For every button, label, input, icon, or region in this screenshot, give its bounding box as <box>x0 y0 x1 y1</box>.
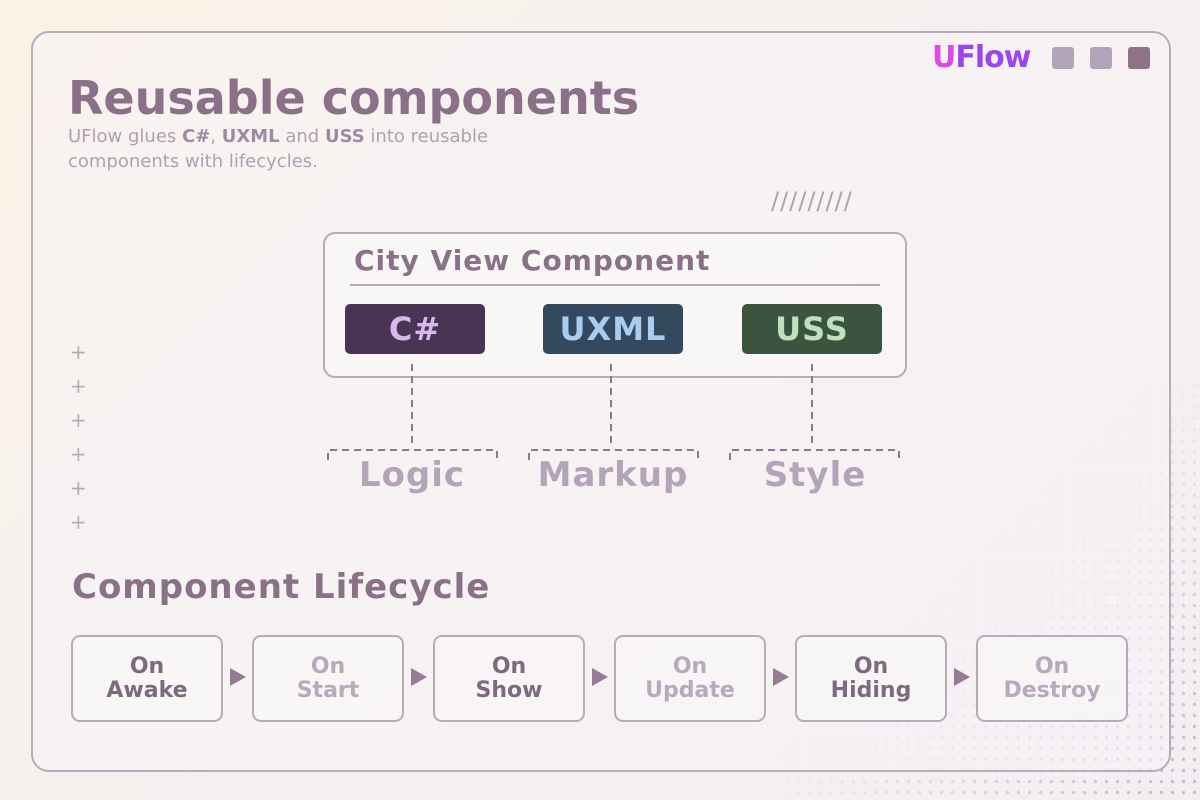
arrow-right-icon <box>230 668 246 686</box>
role-markup: Markup <box>537 455 689 495</box>
component-title-divider <box>350 284 880 286</box>
page-title: Reusable components <box>68 71 640 125</box>
page-subtitle: UFlow glues C#, UXML and USS into reusab… <box>68 126 489 172</box>
logo-u: U <box>932 40 956 75</box>
plus-mark: + <box>70 340 87 364</box>
plus-mark: + <box>70 374 87 398</box>
bracket-markup <box>528 449 699 460</box>
arrow-right-icon <box>592 668 608 686</box>
role-style: Style <box>763 455 867 495</box>
plus-mark: + <box>70 476 87 500</box>
window-control-square-2[interactable] <box>1090 47 1112 69</box>
logo-flow: Flow <box>955 40 1031 75</box>
plus-mark: + <box>70 442 87 466</box>
component-title: City View Component <box>354 244 711 277</box>
chip-csharp: C# <box>345 304 485 354</box>
chip-uxml: UXML <box>543 304 683 354</box>
lifecycle-title: Component Lifecycle <box>72 567 491 607</box>
arrow-right-icon <box>773 668 789 686</box>
window-control-square-3[interactable] <box>1128 47 1150 69</box>
arrow-right-icon <box>954 668 970 686</box>
arrow-right-icon <box>411 668 427 686</box>
plus-mark: + <box>70 408 87 432</box>
plus-mark: + <box>70 510 87 534</box>
chip-uss: USS <box>742 304 882 354</box>
bracket-style <box>729 449 900 460</box>
role-logic: Logic <box>358 455 466 495</box>
window-control-square-1[interactable] <box>1052 47 1074 69</box>
uflow-logo: UFlow <box>932 38 1031 78</box>
hatch-decoration: ///////// <box>771 187 853 215</box>
bracket-logic <box>327 449 498 460</box>
